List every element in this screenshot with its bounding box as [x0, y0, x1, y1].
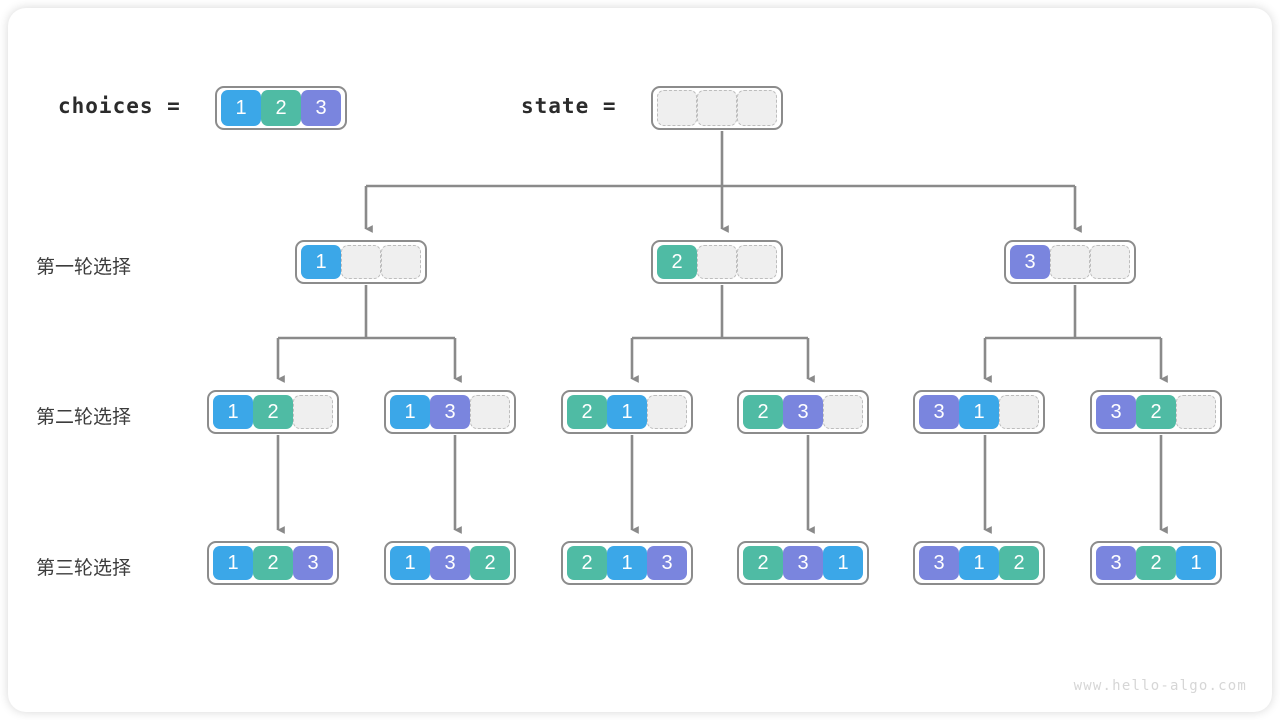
- state-label: state =: [521, 94, 617, 118]
- level1-array-0-cell-1: [341, 245, 381, 279]
- state-array: [651, 86, 783, 130]
- level2-array-3-cell-1: 3: [783, 395, 823, 429]
- choices-array-cell-1: 2: [261, 90, 301, 126]
- level1-array-1-cell-0: 2: [657, 245, 697, 279]
- choices-array-cell-2: 3: [301, 90, 341, 126]
- level2-array-1-cell-1: 3: [430, 395, 470, 429]
- level1-array-0-cell-2: [381, 245, 421, 279]
- level2-array-0-cell-2: [293, 395, 333, 429]
- level1-array-1-cell-2: [737, 245, 777, 279]
- level3-array-2-cell-2: 3: [647, 546, 687, 580]
- level1-array-0: 1: [295, 240, 427, 284]
- level2-array-3-cell-2: [823, 395, 863, 429]
- level3-array-4-cell-1: 1: [959, 546, 999, 580]
- level1-array-2-cell-1: [1050, 245, 1090, 279]
- level3-array-3-cell-2: 1: [823, 546, 863, 580]
- level2-array-3-cell-0: 2: [743, 395, 783, 429]
- choices-label: choices =: [58, 94, 181, 118]
- diagram-card: [8, 8, 1272, 712]
- level3-array-1-cell-0: 1: [390, 546, 430, 580]
- level2-array-2-cell-2: [647, 395, 687, 429]
- state-array-cell-1: [697, 90, 737, 126]
- level3-array-5-cell-1: 2: [1136, 546, 1176, 580]
- watermark: www.hello-algo.com: [1073, 678, 1247, 694]
- level3-array-4-cell-2: 2: [999, 546, 1039, 580]
- level2-array-4-cell-1: 1: [959, 395, 999, 429]
- row-label-round-1: 第一轮选择: [36, 257, 132, 278]
- level3-array-0-cell-2: 3: [293, 546, 333, 580]
- level2-array-1-cell-0: 1: [390, 395, 430, 429]
- level3-array-0-cell-0: 1: [213, 546, 253, 580]
- level1-array-1: 2: [651, 240, 783, 284]
- level1-array-2-cell-0: 3: [1010, 245, 1050, 279]
- level3-array-3-cell-0: 2: [743, 546, 783, 580]
- level2-array-4-cell-0: 3: [919, 395, 959, 429]
- level3-array-4-cell-0: 3: [919, 546, 959, 580]
- level3-array-5-cell-2: 1: [1176, 546, 1216, 580]
- level1-array-1-cell-1: [697, 245, 737, 279]
- row-label-round-2: 第二轮选择: [36, 407, 132, 428]
- level2-array-2-cell-1: 1: [607, 395, 647, 429]
- level2-array-0-cell-1: 2: [253, 395, 293, 429]
- level3-array-1-cell-1: 3: [430, 546, 470, 580]
- level2-array-0-cell-0: 1: [213, 395, 253, 429]
- level2-array-5-cell-1: 2: [1136, 395, 1176, 429]
- level3-array-3-cell-1: 3: [783, 546, 823, 580]
- level1-array-0-cell-0: 1: [301, 245, 341, 279]
- level2-array-5-cell-2: [1176, 395, 1216, 429]
- state-array-cell-2: [737, 90, 777, 126]
- level2-array-5-cell-0: 3: [1096, 395, 1136, 429]
- level2-array-1-cell-2: [470, 395, 510, 429]
- row-label-round-3: 第三轮选择: [36, 558, 132, 579]
- level1-array-2-cell-2: [1090, 245, 1130, 279]
- level2-array-2-cell-0: 2: [567, 395, 607, 429]
- level1-array-2: 3: [1004, 240, 1136, 284]
- state-array-cell-0: [657, 90, 697, 126]
- level3-array-2-cell-1: 1: [607, 546, 647, 580]
- level2-array-4-cell-2: [999, 395, 1039, 429]
- level3-array-0-cell-1: 2: [253, 546, 293, 580]
- level3-array-5-cell-0: 3: [1096, 546, 1136, 580]
- level3-array-2-cell-0: 2: [567, 546, 607, 580]
- choices-array-cell-0: 1: [221, 90, 261, 126]
- level3-array-1-cell-2: 2: [470, 546, 510, 580]
